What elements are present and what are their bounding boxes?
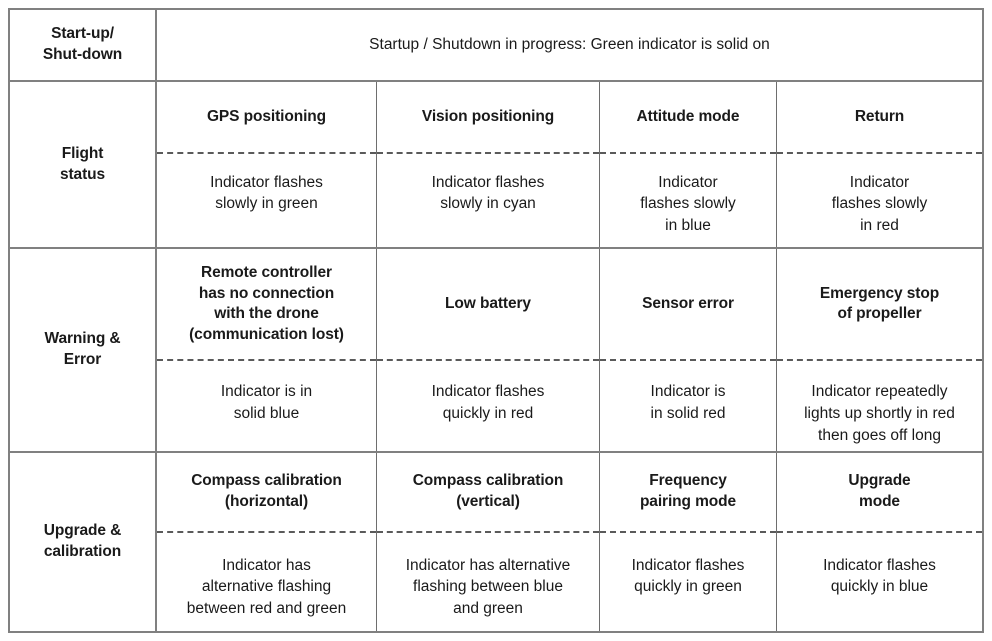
status-title-text: Low battery — [445, 295, 531, 312]
category-cell-startup-shutdown: Start-up/Shut-down — [10, 10, 157, 80]
status-cell-compass-calibration-horizontal: Compass calibration(horizontal) Indicato… — [157, 452, 377, 631]
banner-text: Startup / Shutdown in progress: Green in… — [369, 36, 770, 54]
status-title-text: Compass calibration(horizontal) — [191, 472, 342, 510]
status-title: Return — [777, 82, 982, 154]
status-title: Attitude mode — [600, 82, 776, 154]
led-indicator-status-table: Start-up/Shut-down Startup / Shutdown in… — [8, 8, 984, 633]
status-title-text: Compass calibration(vertical) — [412, 472, 564, 510]
row-content-startup-shutdown: Startup / Shutdown in progress: Green in… — [157, 10, 982, 80]
table-row-upgrade-calibration: Upgrade &calibration Compass calibration… — [10, 452, 982, 631]
status-title: Vision positioning — [377, 82, 599, 154]
category-label: Upgrade &calibration — [43, 521, 122, 560]
status-title-text: Return — [854, 107, 905, 125]
category-cell-warning-error: Warning &Error — [10, 249, 157, 451]
category-cell-upgrade-calibration: Upgrade &calibration — [10, 452, 157, 631]
row-content-upgrade-calibration: Compass calibration(horizontal) Indicato… — [157, 452, 982, 631]
status-title: GPS positioning — [157, 82, 376, 154]
status-cell-compass-calibration-vertical: Compass calibration(vertical) Indicator … — [377, 452, 600, 631]
status-title: Sensor error — [600, 249, 776, 362]
status-title-text: Vision positioning — [421, 107, 555, 125]
status-title: Compass calibration(vertical) — [377, 453, 599, 533]
status-title-text: GPS positioning — [206, 107, 327, 125]
status-title: Compass calibration(horizontal) — [157, 453, 376, 533]
category-label: Warning &Error — [44, 329, 121, 368]
banner-cell-startup-shutdown: Startup / Shutdown in progress: Green in… — [157, 10, 982, 80]
status-title-text: Sensor error — [642, 295, 734, 312]
category-label: Start-up/Shut-down — [42, 24, 123, 63]
status-title: Low battery — [377, 249, 599, 362]
table-row-startup-shutdown: Start-up/Shut-down Startup / Shutdown in… — [10, 10, 982, 82]
status-title-text: Attitude mode — [636, 107, 740, 125]
